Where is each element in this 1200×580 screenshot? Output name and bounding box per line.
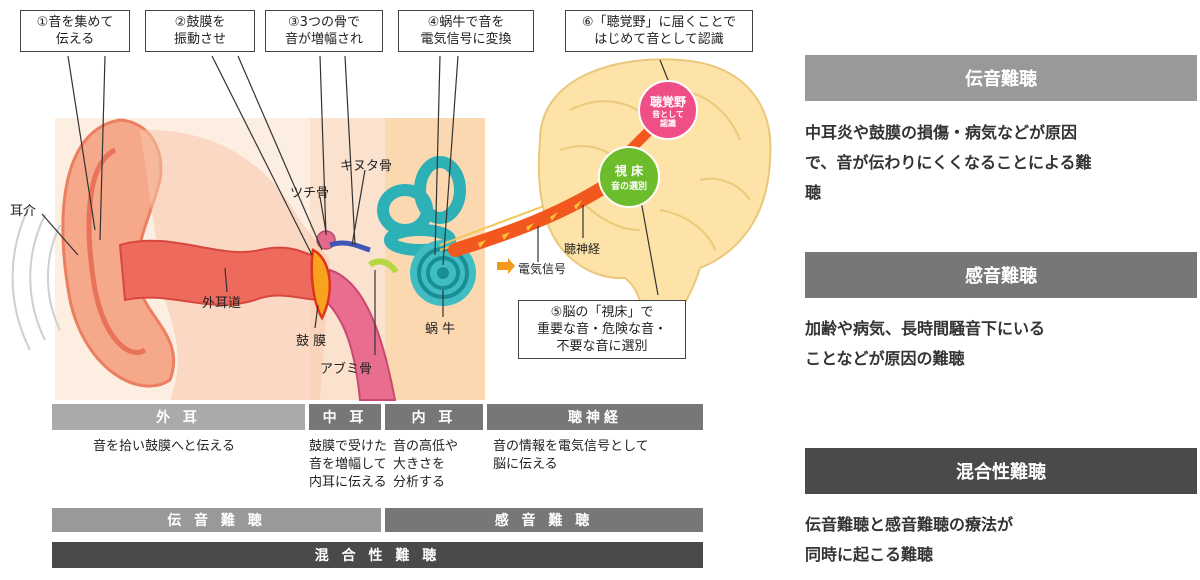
label-auditory-nerve: 聴神経 <box>564 240 600 257</box>
callout-auditory-cortex: ⑥「聴覚野」に届くことで はじめて音として認識 <box>565 10 753 52</box>
label-stirrup: アブミ骨 <box>320 358 372 377</box>
section-band-outer-ear: 外 耳 <box>52 404 305 430</box>
label-eardrum: 鼓 膜 <box>296 330 326 349</box>
label-anvil: キヌタ骨 <box>340 155 392 174</box>
label-cochlea: 蜗 牛 <box>425 318 455 337</box>
label-ear-canal: 外耳道 <box>202 292 241 311</box>
callout-amplify-bones: ③3つの骨で 音が増幅され <box>265 10 383 52</box>
label-hammer: ツチ骨 <box>290 182 329 201</box>
desc-outer-ear: 音を拾い鼓膜へと伝える <box>93 438 235 456</box>
band-mixed-hearing-loss: 混 合 性 難 聴 <box>52 542 703 568</box>
right-text-sensorineural: 加齢や病気、長時間騒音下にいる ことなどが原因の難聴 <box>805 314 1197 374</box>
callout-vibrate-eardrum: ②鼓膜を 振動させ <box>145 10 255 52</box>
section-band-inner-ear: 内 耳 <box>385 404 483 430</box>
band-conductive-hearing-loss: 伝 音 難 聴 <box>52 508 381 532</box>
desc-middle-ear: 鼓膜で受けた 音を増幅して 内耳に伝える <box>309 438 387 492</box>
thalamus-title: 視 床 <box>615 162 643 179</box>
band-sensorineural-hearing-loss: 感 音 難 聴 <box>385 508 703 532</box>
right-heading-sensorineural: 感音難聴 <box>805 252 1197 298</box>
thalamus-sub: 音の選別 <box>611 179 647 192</box>
desc-auditory-nerve: 音の情報を電気信号として 脳に伝える <box>493 438 649 474</box>
auditory-cortex-title: 聴覚野 <box>650 93 686 110</box>
right-heading-conductive: 伝音難聴 <box>805 55 1197 101</box>
signal-legend-arrow <box>497 258 515 274</box>
section-band-auditory-nerve: 聴神経 <box>487 404 703 430</box>
auditory-cortex-circle: 聴覚野 音として 認識 <box>638 80 698 140</box>
desc-inner-ear: 音の高低や 大きさを 分析する <box>393 438 458 492</box>
label-electrical-signal: 電気信号 <box>518 260 566 277</box>
callout-collect-sound: ①音を集めて 伝える <box>20 10 130 52</box>
thalamus-circle: 視 床 音の選別 <box>598 146 660 208</box>
label-auricle: 耳介 <box>10 200 36 219</box>
callout-cochlea-convert: ④蜗牛で音を 電気信号に変換 <box>398 10 534 52</box>
section-band-middle-ear: 中 耳 <box>309 404 381 430</box>
callout-thalamus-select: ⑤脳の「視床」で 重要な音・危険な音・ 不要な音に選別 <box>518 300 686 359</box>
right-text-mixed: 伝音難聴と感音難聴の療法が 同時に起こる難聴 <box>805 510 1197 570</box>
right-text-conductive: 中耳炎や鼓膜の損傷・病気などが原因 で、音が伝わりにくくなることによる難 聴 <box>805 118 1197 208</box>
auditory-cortex-sub: 音として 認識 <box>652 110 684 128</box>
right-heading-mixed: 混合性難聴 <box>805 448 1197 494</box>
